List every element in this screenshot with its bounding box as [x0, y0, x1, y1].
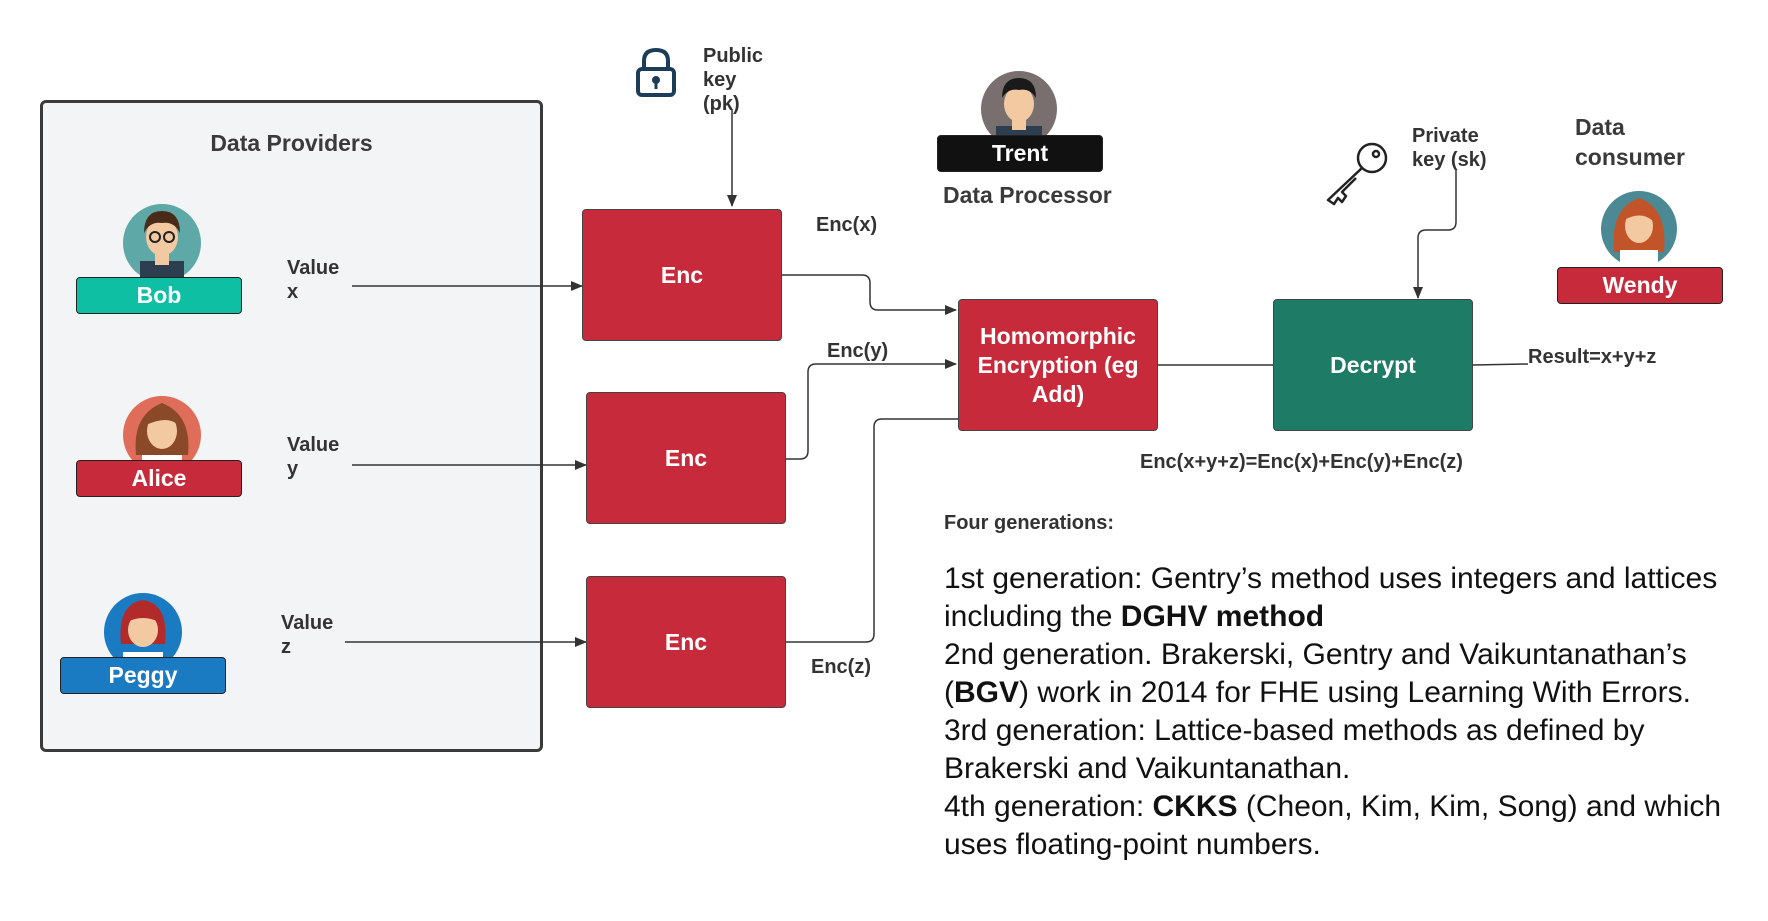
bob-value-label: Value x	[287, 257, 340, 303]
peggy-name-tag: Peggy	[60, 657, 226, 694]
decrypt-box: Decrypt	[1273, 299, 1473, 431]
generation-3: 3rd generation: Lattice-based methods as…	[944, 714, 1645, 785]
trent-name: Trent	[991, 140, 1049, 166]
peggy-value-label: Value z	[281, 612, 334, 658]
arrow-encx-to-he	[781, 274, 957, 315]
generation-2: 2nd generation. Brakerski, Gentry and Va…	[944, 638, 1691, 709]
key-icon	[1320, 140, 1392, 206]
generations-heading: Four generations:	[944, 512, 1115, 534]
bob-name: Bob	[136, 282, 182, 308]
generation-1: 1st generation: Gentry’s method uses int…	[944, 562, 1718, 633]
bob-name-tag: Bob	[76, 277, 242, 314]
enc-box-y: Enc	[586, 392, 786, 524]
enc-box-x: Enc	[582, 209, 782, 341]
enc-y-label: Enc(y)	[827, 340, 889, 362]
bob-avatar	[122, 203, 202, 283]
data-processor-label: Data Processor	[943, 182, 1112, 208]
private-key-label: Private key (sk)	[1412, 125, 1487, 171]
wendy-name: Wendy	[1602, 272, 1678, 298]
peggy-name: Peggy	[108, 662, 178, 688]
enc-z-label: Enc(z)	[811, 656, 871, 678]
data-providers-title: Data Providers	[210, 130, 373, 156]
enc-x-label: Enc(x)	[816, 214, 878, 236]
line-encz-to-he	[786, 418, 958, 643]
arrow-sk-to-decrypt	[1413, 170, 1457, 299]
public-key-label: Public key (pk)	[703, 45, 764, 115]
line-decrypt-to-result	[1472, 363, 1529, 366]
lock-icon	[634, 47, 678, 97]
homomorphic-encryption-box: Homomorphic Encryption (eg Add)	[958, 299, 1158, 431]
enc-box-z: Enc	[586, 576, 786, 708]
result-label: Result=x+y+z	[1528, 346, 1657, 368]
data-consumer-label: Data consumer	[1575, 114, 1685, 170]
trent-name-tag: Trent	[937, 135, 1103, 172]
generation-4: 4th generation: CKKS (Cheon, Kim, Kim, S…	[944, 790, 1722, 861]
alice-name: Alice	[131, 465, 187, 491]
wendy-name-tag: Wendy	[1557, 267, 1723, 304]
wendy-avatar	[1600, 190, 1678, 268]
alice-name-tag: Alice	[76, 460, 242, 497]
arrow-ency-to-he	[786, 359, 957, 460]
generations-list: 1st generation: Gentry’s method uses int…	[944, 560, 1744, 864]
alice-value-label: Value y	[287, 434, 340, 480]
homomorphic-equation: Enc(x+y+z)=Enc(x)+Enc(y)+Enc(z)	[1140, 451, 1463, 473]
